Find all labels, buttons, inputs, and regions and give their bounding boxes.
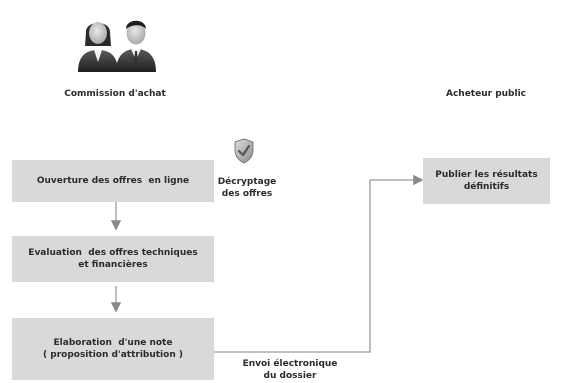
annotation-envoi-electronique: Envoi électronique du dossier (242, 359, 338, 381)
arrow-elaboration-to-publier (214, 174, 424, 353)
role-acheteur-public: Acheteur public (446, 89, 526, 99)
step-evaluation-offres: Evaluation des offres techniques et fina… (12, 236, 214, 282)
step-elaboration-note: Elaboration d'une note ( proposition d'a… (12, 318, 214, 380)
users-icon (78, 20, 156, 72)
shield-icon (234, 138, 254, 164)
annotation-decryptage: Décryptage des offres (217, 177, 277, 199)
role-commission: Commission d'achat (64, 89, 166, 99)
step-publier-resultats: Publier les résultats définitifs (423, 158, 550, 204)
step-ouverture-offres: Ouverture des offres en ligne (12, 160, 214, 202)
